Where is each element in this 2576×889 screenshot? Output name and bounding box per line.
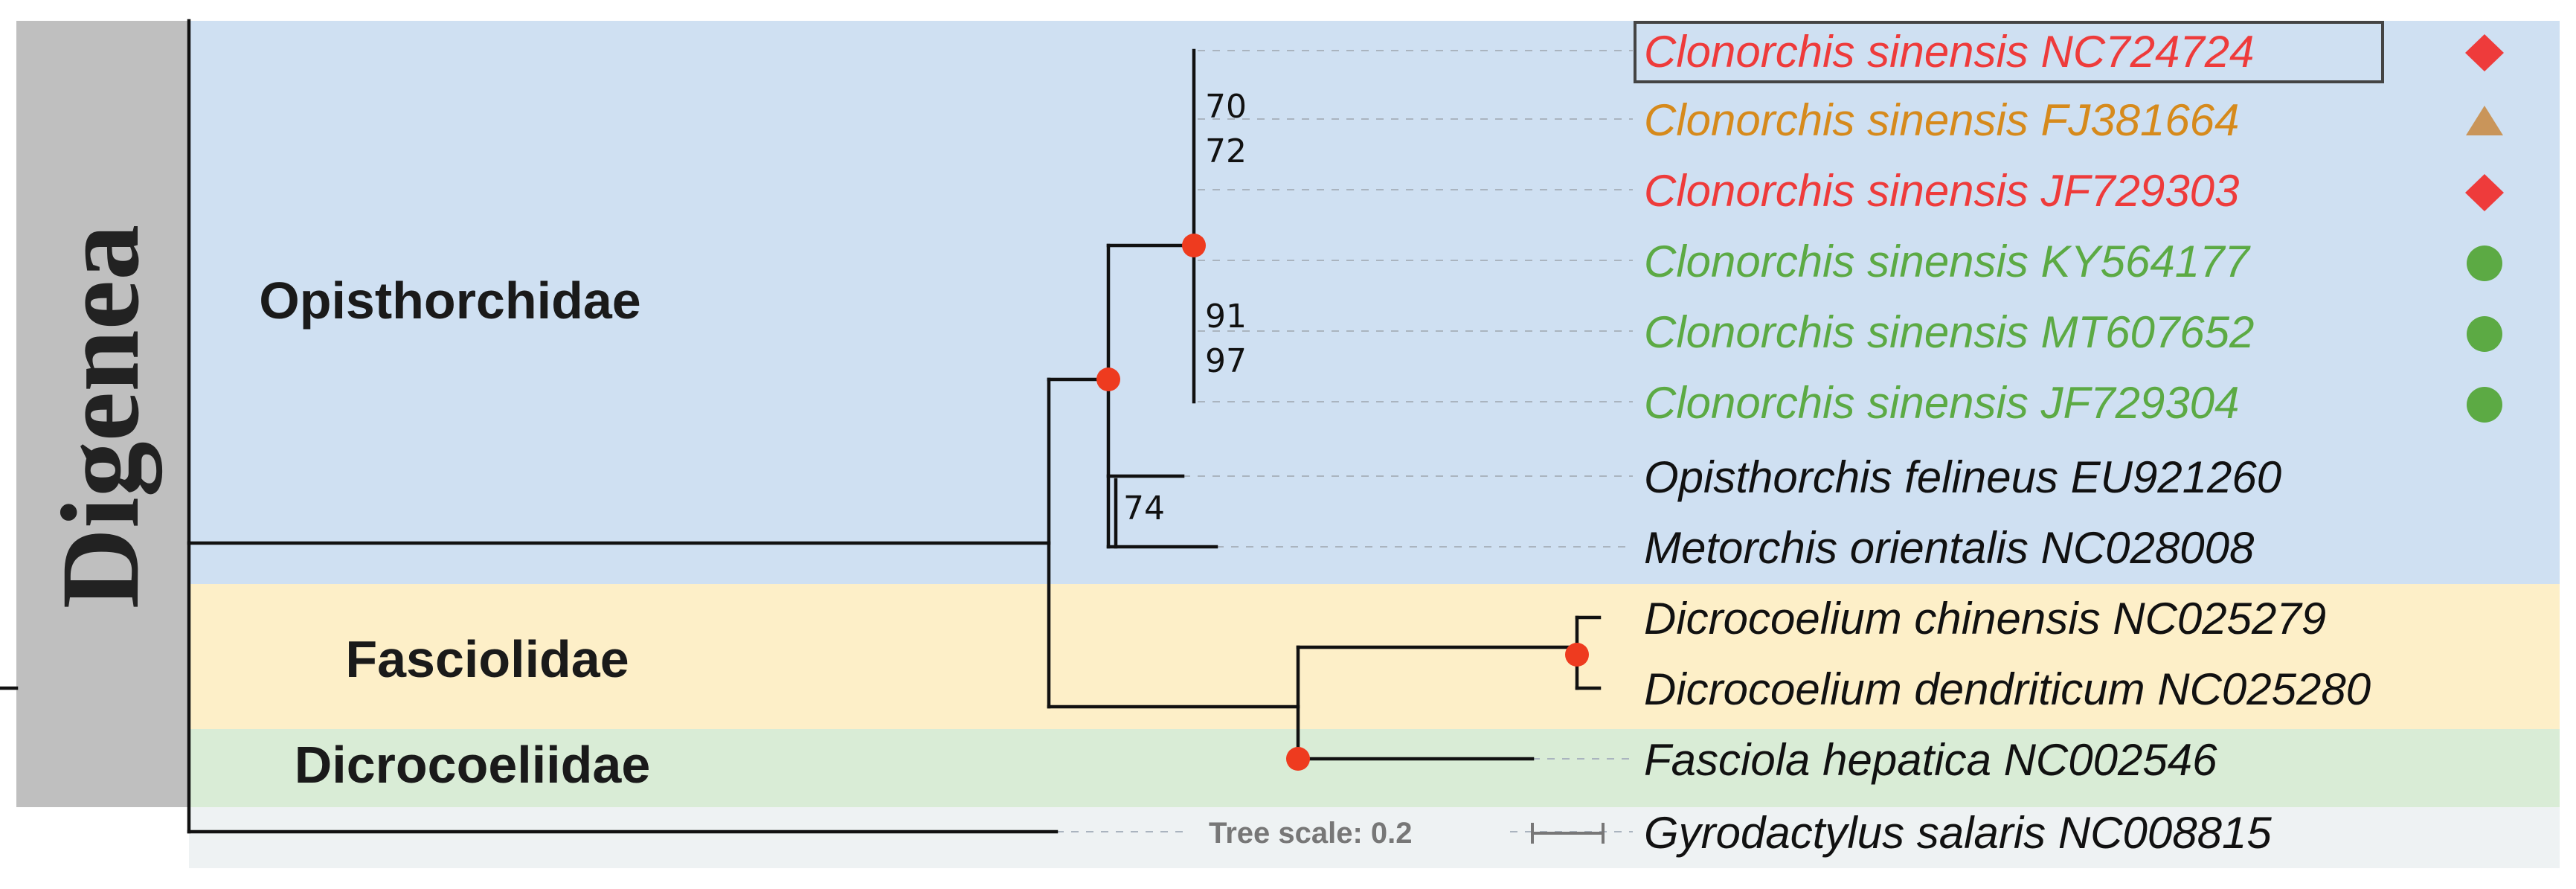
taxon-label: Gyrodactylus salaris NC008815: [1644, 808, 2272, 858]
node-dot: [1565, 643, 1589, 667]
taxon-markers: [2465, 34, 2504, 423]
support-value: 70: [1205, 88, 1247, 126]
supported-nodes: [1096, 234, 1589, 771]
digenea-band: [16, 21, 189, 807]
taxon-label: Fasciola hepatica NC002546: [1644, 735, 2217, 785]
outgroup-band: [189, 807, 2560, 868]
support-value: 91: [1205, 298, 1247, 336]
taxon-label: Opisthorchis felineus EU921260: [1644, 452, 2281, 502]
triangle-marker: [2466, 106, 2503, 135]
taxon-label: Clonorchis sinensis JF729304: [1644, 378, 2239, 428]
taxon-label: Clonorchis sinensis JF729303: [1644, 166, 2239, 216]
taxon-label: Clonorchis sinensis NC724724: [1644, 27, 2254, 77]
support-value: 74: [1123, 490, 1165, 527]
taxon-label: Clonorchis sinensis FJ381664: [1644, 95, 2239, 145]
node-dot: [1182, 234, 1206, 257]
circle-marker: [2467, 387, 2502, 423]
circle-marker: [2467, 316, 2502, 352]
taxon-label: Metorchis orientalis NC028008: [1644, 523, 2255, 573]
support-value: 72: [1205, 132, 1247, 170]
highlight-box: [1634, 21, 2384, 83]
node-dot: [1286, 747, 1310, 771]
support-value: 97: [1205, 342, 1247, 380]
taxon-label: Dicrocoelium dendriticum NC025280: [1644, 664, 2371, 714]
tip-leader-lines: [1056, 50, 1633, 832]
family-label-fasciolidae: Fasciolidae: [345, 630, 629, 688]
diamond-marker: [2465, 34, 2504, 71]
digenea-label: Digenea: [39, 225, 162, 609]
tree-branches: [0, 19, 1602, 834]
opisthorchidae-band: [189, 21, 2560, 584]
diamond-marker: [2465, 174, 2504, 211]
family-label-opisthorchidae: Opisthorchidae: [259, 272, 640, 330]
fasciolidae-band: [189, 584, 2560, 729]
family-label-dicrocoeliidae: Dicrocoeliidae: [295, 736, 651, 794]
taxon-label: Dicrocoelium chinensis NC025279: [1644, 594, 2326, 644]
node-dot: [1096, 368, 1120, 391]
tree-scale-label: Tree scale: 0.2: [1209, 817, 1413, 850]
taxon-label: Clonorchis sinensis MT607652: [1644, 307, 2254, 357]
tree-scale-bar: [1531, 823, 1605, 844]
circle-marker: [2467, 245, 2502, 281]
dicrocoeliidae-band: [189, 729, 2560, 807]
taxon-label: Clonorchis sinensis KY564177: [1644, 237, 2251, 286]
